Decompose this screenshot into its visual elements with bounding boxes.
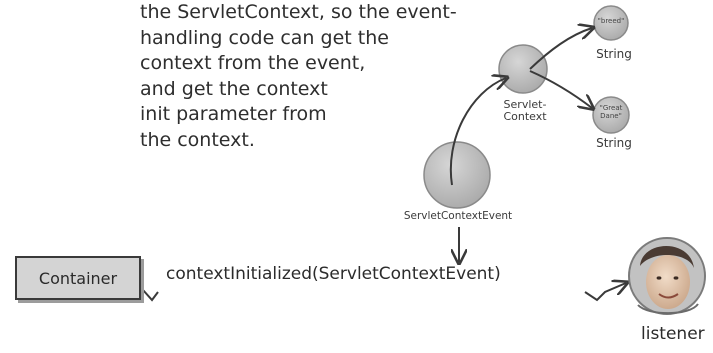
explanation-line: and get the context (140, 77, 328, 100)
param-value-node (592, 96, 630, 134)
container-box: Container (15, 256, 141, 300)
explanation-line: context from the event, (140, 52, 366, 75)
container-call-connector (142, 289, 159, 302)
context-to-value-arrow (529, 70, 592, 108)
servlet-context-node (498, 44, 548, 94)
param-value-text: "Great Dane" (599, 104, 623, 120)
listener-label: listener (641, 324, 705, 344)
servlet-context-label: Servlet- Context (490, 99, 560, 123)
explanation-line: the ServletContext, so the event- (140, 1, 457, 23)
call-to-listener-arrow (584, 283, 626, 302)
param-name-text: "breed" (597, 17, 625, 25)
listener-avatar (628, 237, 706, 315)
param-name-type-label: String (596, 47, 632, 61)
param-value-type-label: String (596, 136, 632, 150)
explanation-text: the ServletContext, so the event- handli… (140, 0, 520, 154)
context-to-name-arrow (529, 28, 592, 70)
explanation-line: handling code can get the (140, 26, 389, 49)
servlet-context-event-label: ServletContextEvent (403, 210, 513, 222)
context-initialized-call: contextInitialized(ServletContextEvent) (166, 264, 501, 284)
servlet-context-label-line2: Context (503, 110, 547, 123)
explanation-line: the context. (140, 128, 255, 151)
servlet-context-label-line1: Servlet- (503, 98, 547, 111)
event-to-context-arrow (449, 78, 506, 186)
servlet-context-event-node (423, 141, 491, 209)
explanation-line: init parameter from (140, 103, 327, 126)
